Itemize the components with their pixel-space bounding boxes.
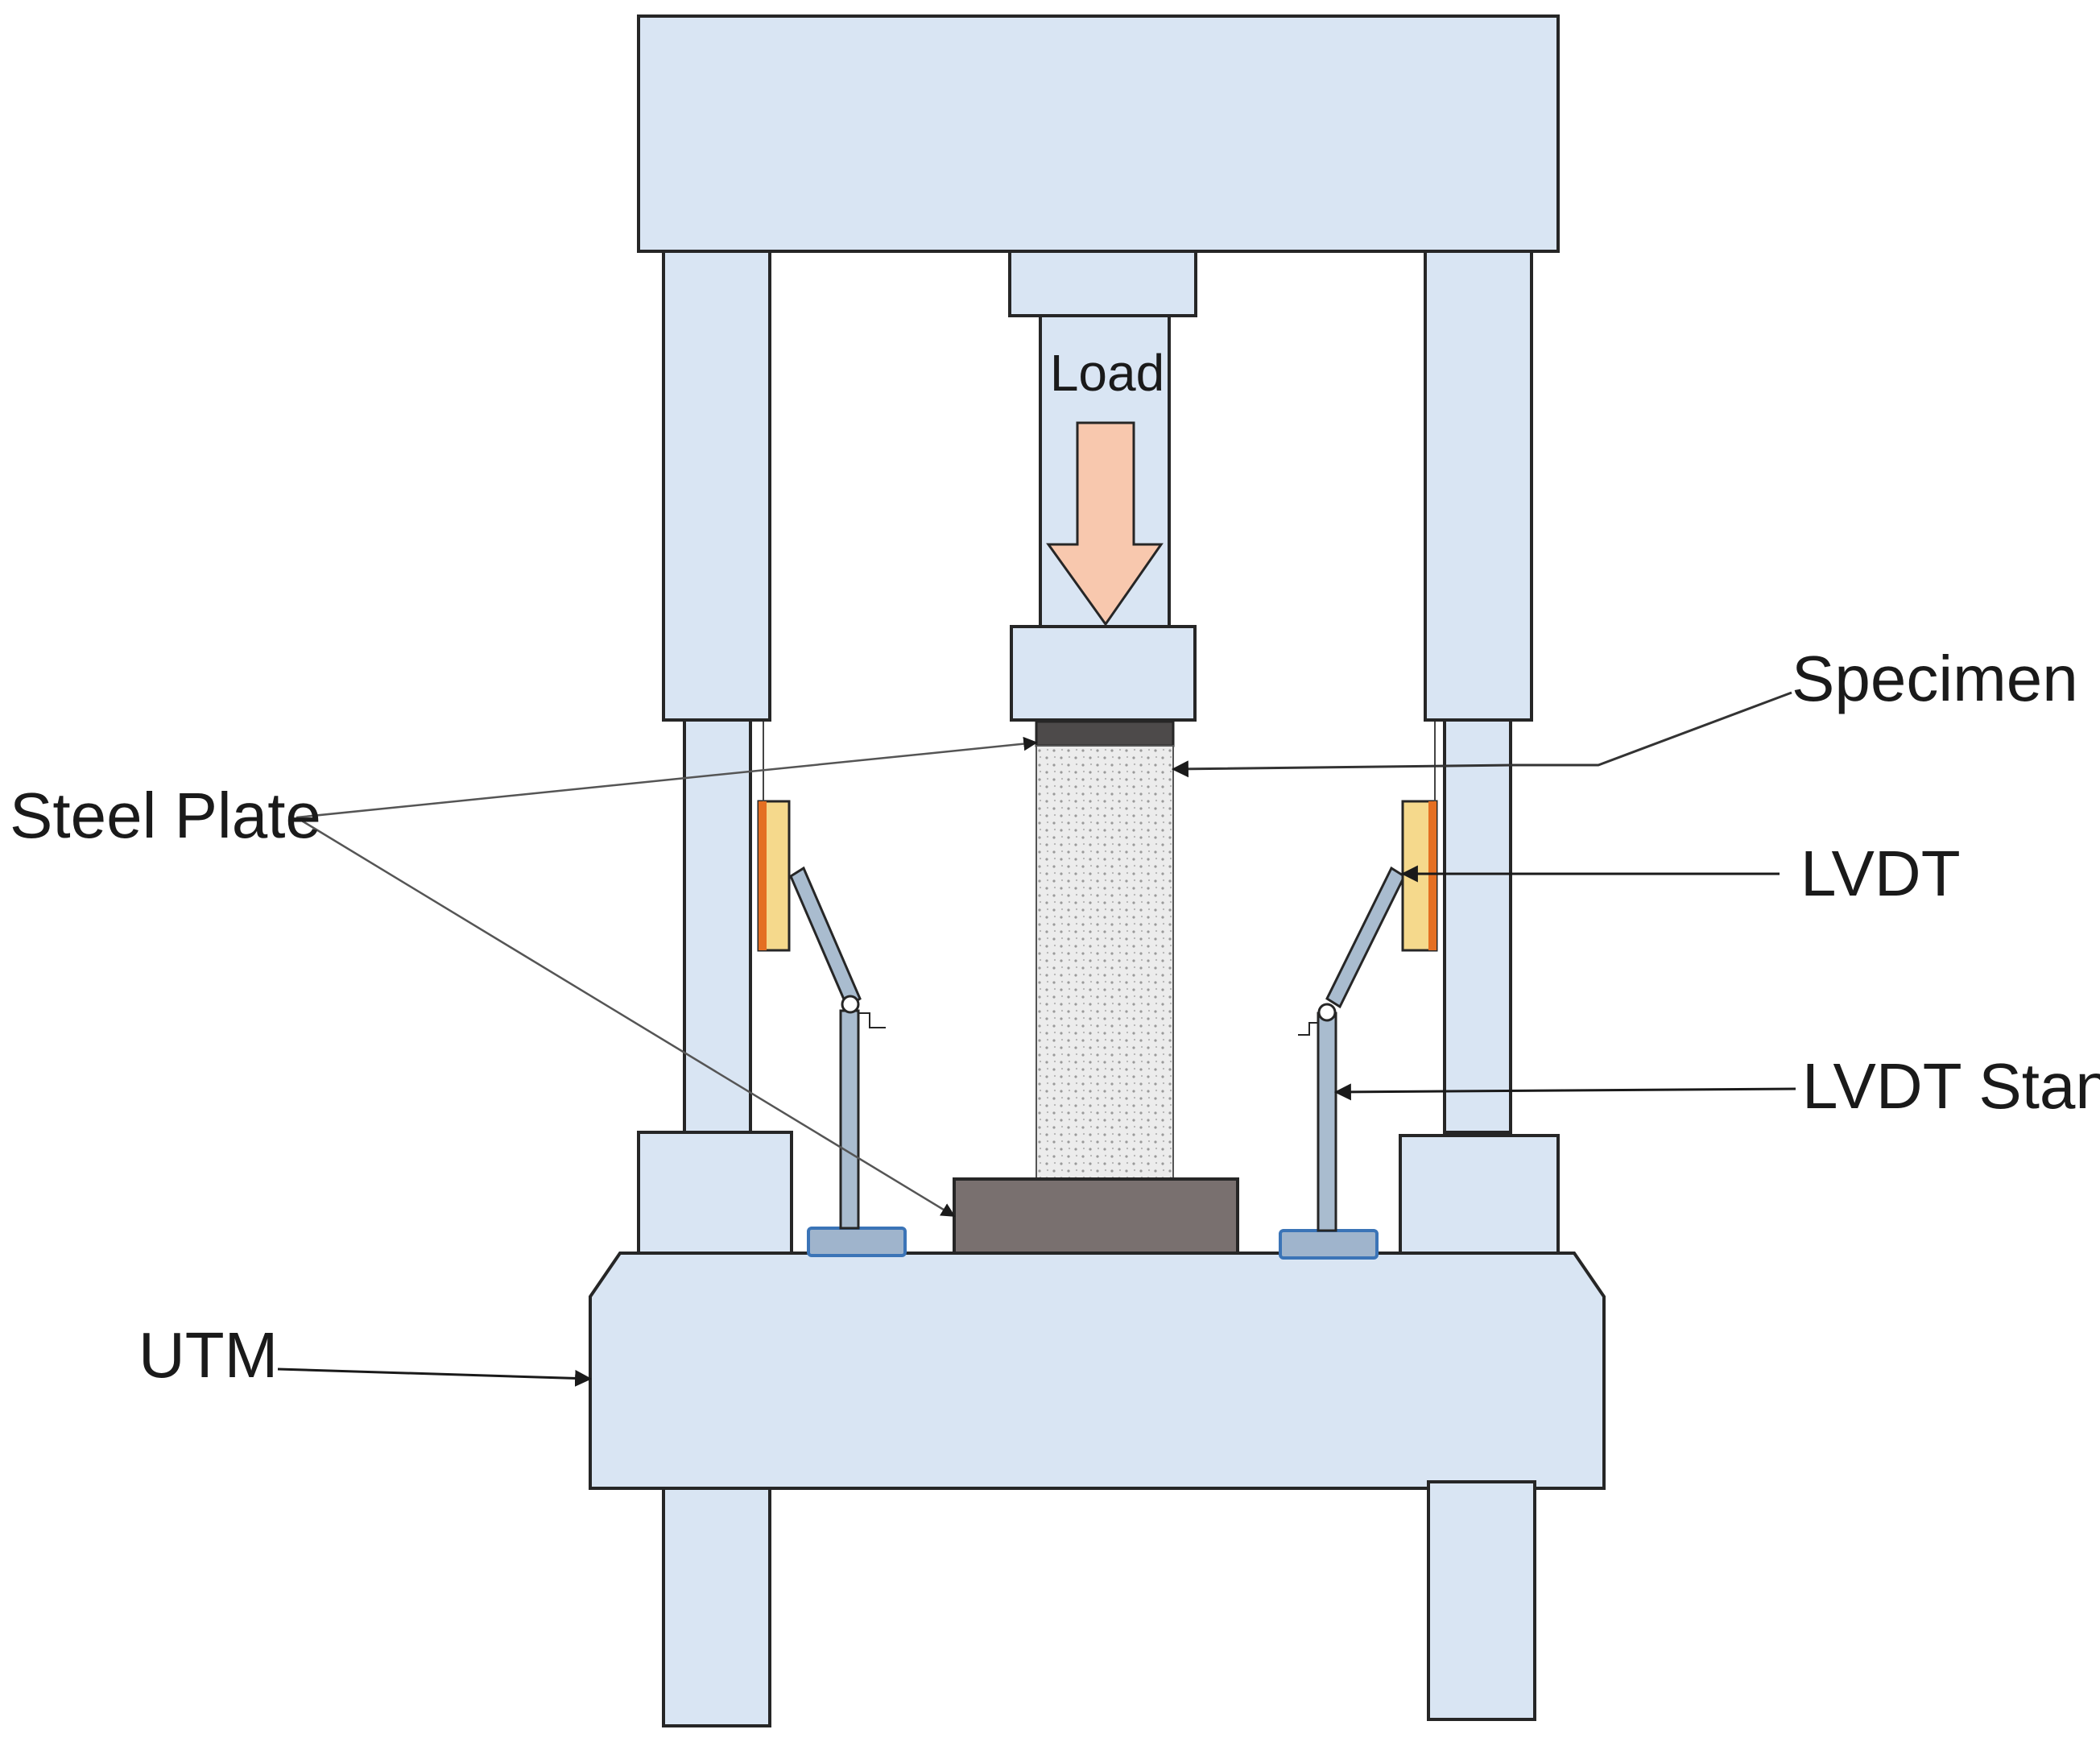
specimen-leader: [1171, 691, 1792, 778]
load-head-block: [1008, 250, 1197, 317]
right-stand-joint: [1317, 1003, 1337, 1022]
bottom-steel-plate: [953, 1177, 1239, 1255]
top-steel-plate: [1035, 720, 1175, 747]
top-crosshead: [637, 14, 1560, 253]
load-label: Load: [1050, 344, 1164, 402]
left-stand-joint: [841, 995, 860, 1014]
left-stand-arm: [789, 866, 862, 1009]
lvdt-stand-leader: [1333, 1083, 1796, 1101]
right-stand-arm: [1325, 866, 1406, 1009]
utm-leader: [277, 1367, 593, 1387]
right-stand-base: [1279, 1229, 1379, 1260]
load-arrow-icon: [1046, 421, 1164, 627]
left-stand-base: [807, 1227, 907, 1257]
specimen-label: Specimen: [1792, 643, 2078, 714]
lvdt-stand-label: LVDT Stand: [1802, 1050, 2100, 1122]
lvdt-label: LVDT: [1800, 838, 1961, 909]
upper-platen: [1010, 625, 1197, 722]
right-lvdt-edge: [1428, 801, 1437, 950]
left-upper-column: [662, 250, 771, 722]
utm-label: UTM: [138, 1319, 278, 1391]
specimen-cylinder: [1036, 745, 1174, 1181]
left-column-base: [637, 1131, 793, 1255]
left-stand-post: [839, 1009, 860, 1230]
right-stand-post: [1317, 1012, 1337, 1232]
left-lvdt-edge: [759, 801, 767, 950]
steel-plate-leader-bottom: [296, 816, 956, 1218]
right-lower-column: [1443, 718, 1512, 1134]
right-leg: [1427, 1480, 1536, 1721]
steel-plate-leader-top: [296, 736, 1038, 819]
left-lower-column: [683, 718, 752, 1134]
right-column-base: [1399, 1134, 1560, 1255]
utm-base-table: [589, 1252, 1606, 1490]
left-stand-tick: [858, 1012, 886, 1028]
left-leg: [662, 1487, 771, 1727]
steel-plate-label: Steel Plate: [10, 780, 321, 851]
right-upper-column: [1424, 250, 1533, 722]
right-stand-tick: [1298, 1022, 1319, 1036]
